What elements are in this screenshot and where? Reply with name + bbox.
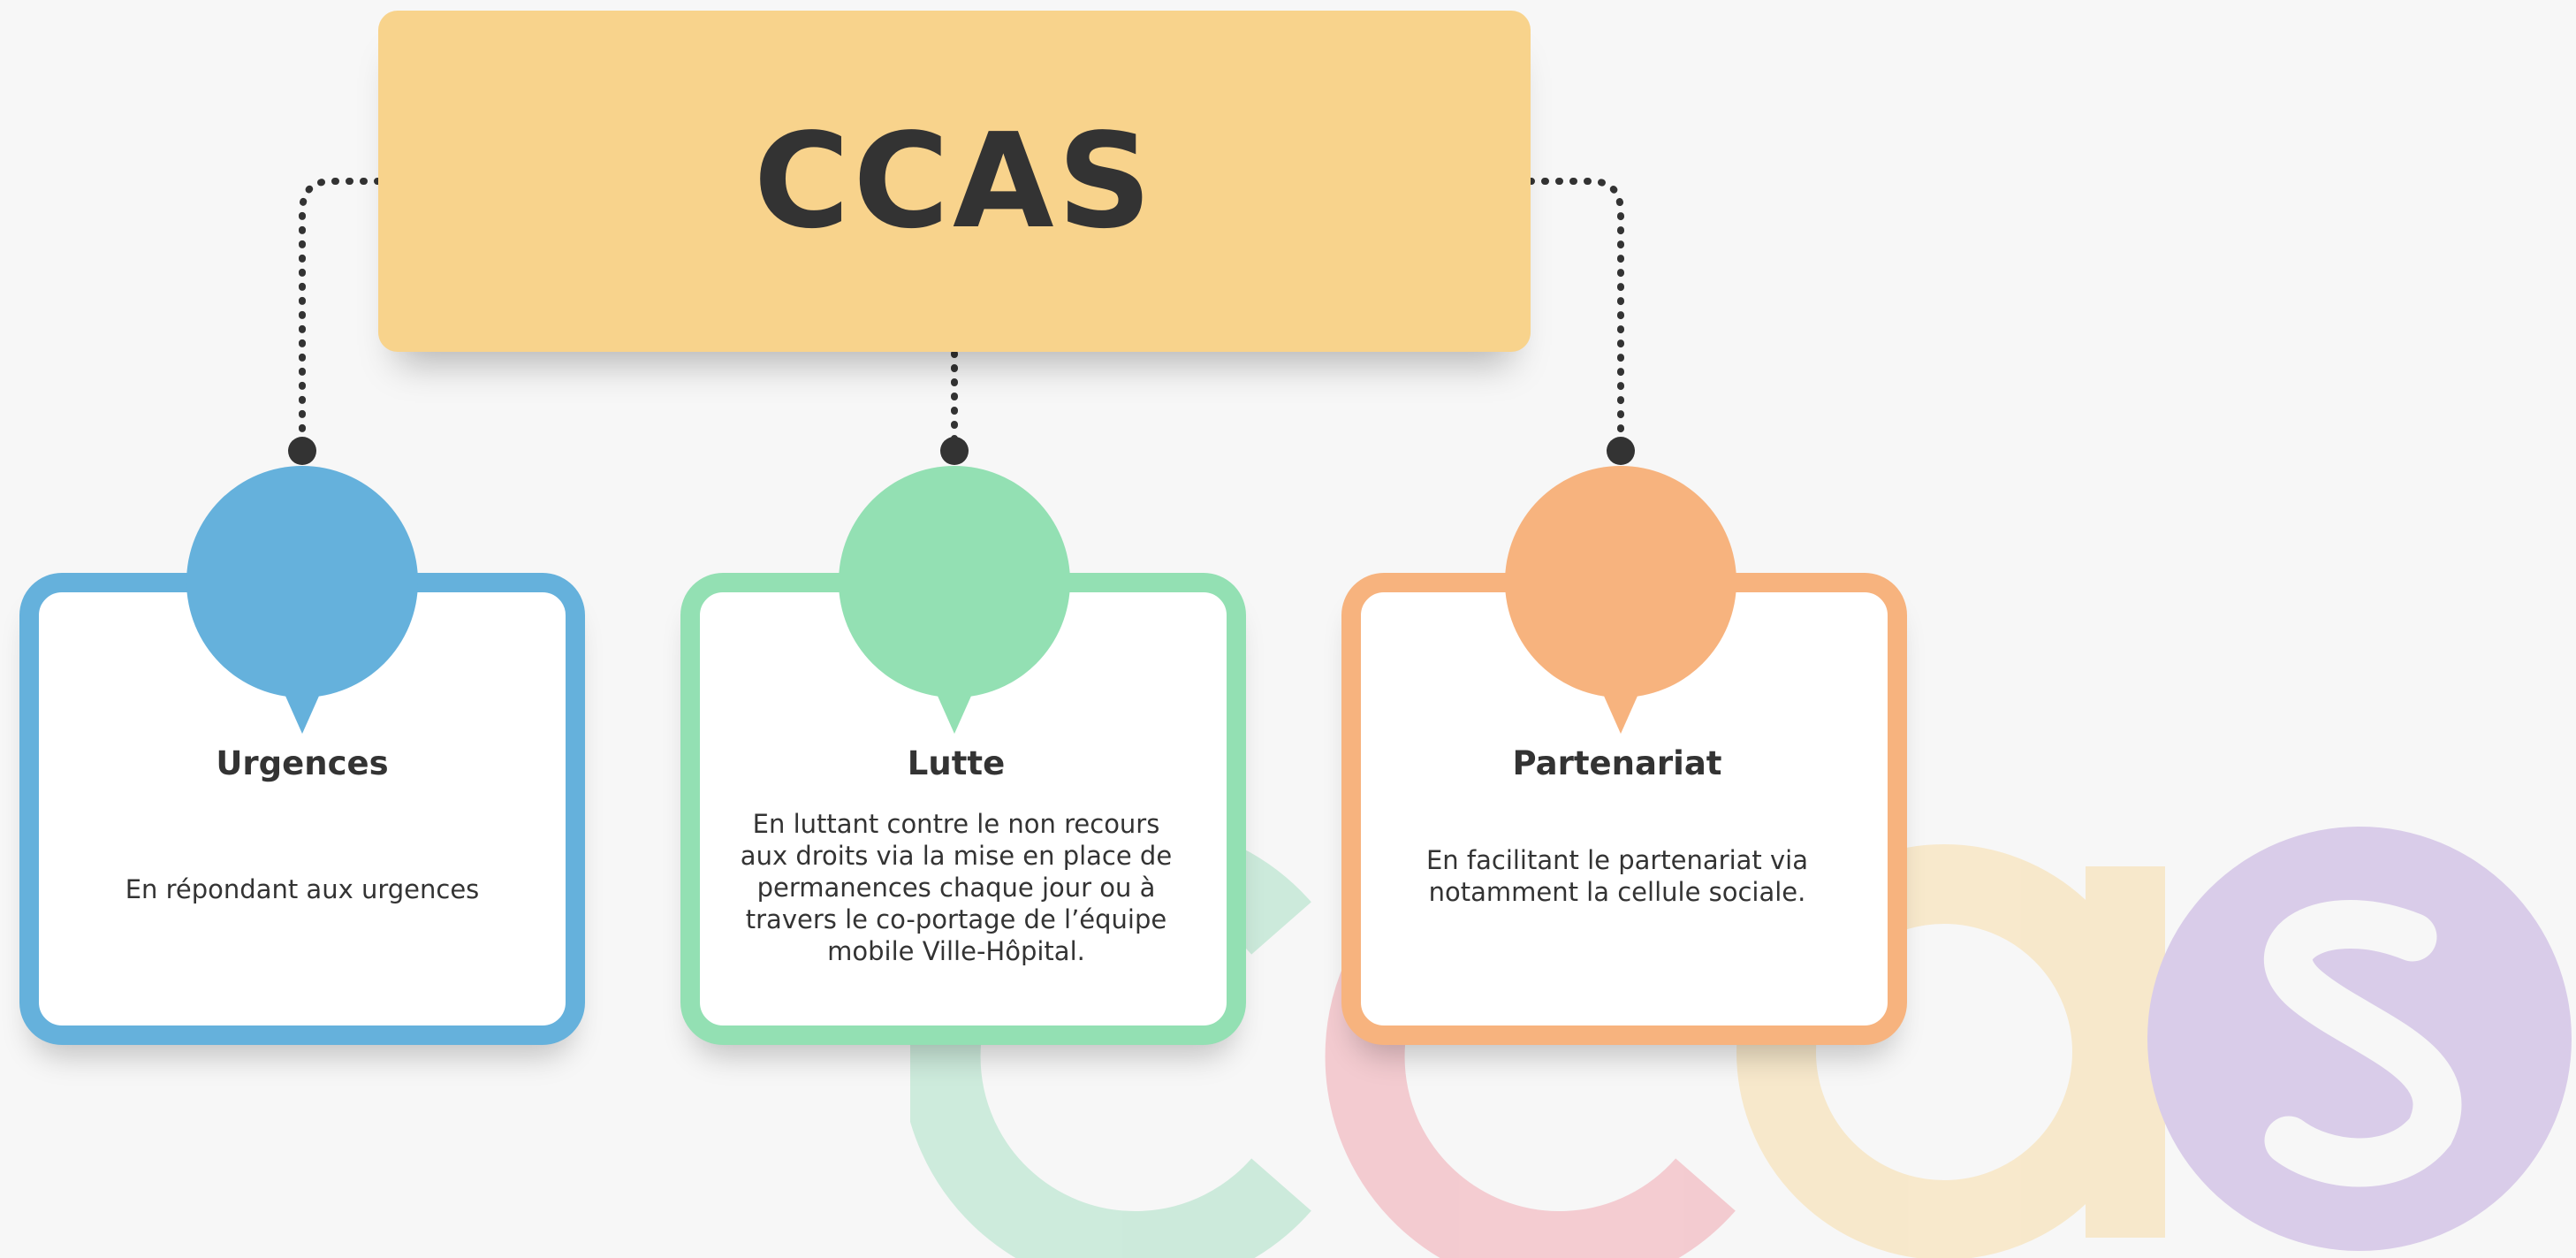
diagram-title: CCAS <box>753 105 1156 257</box>
logo-letter-a-yellow <box>1736 844 2152 1258</box>
bubble-partenariat <box>1505 466 1736 698</box>
bubble-urgences <box>186 466 418 698</box>
bubble-lutte <box>839 466 1070 698</box>
card-partenariat <box>1341 573 1907 1045</box>
connector-dot-lutte <box>940 437 969 465</box>
bubble-pointer-partenariat <box>1600 686 1642 734</box>
card-title-partenariat: Partenariat <box>1512 744 1722 782</box>
card-text-lutte: En luttant contre le non recours aux dro… <box>740 809 1173 966</box>
title-box: CCAS <box>378 11 1531 352</box>
connector-right <box>1527 178 1624 450</box>
card-title-urgences: Urgences <box>216 744 389 782</box>
card-text-partenariat: En facilitant le partenariat via notamme… <box>1425 845 1809 907</box>
card-text-urgences: En répondant aux urgences <box>125 874 480 904</box>
bubble-pointer-urgences <box>281 686 323 734</box>
bubble-pointer-lutte <box>933 686 976 734</box>
connector-dot-urgences <box>288 437 316 465</box>
card-title-lutte: Lutte <box>907 744 1006 782</box>
connector-dot-partenariat <box>1607 437 1635 465</box>
logo-letter-s-purple <box>2147 827 2572 1251</box>
logo-letter-s-cut <box>2264 900 2462 1187</box>
logo-letter-a-stem <box>2086 866 2165 1238</box>
connector-left <box>299 178 382 450</box>
